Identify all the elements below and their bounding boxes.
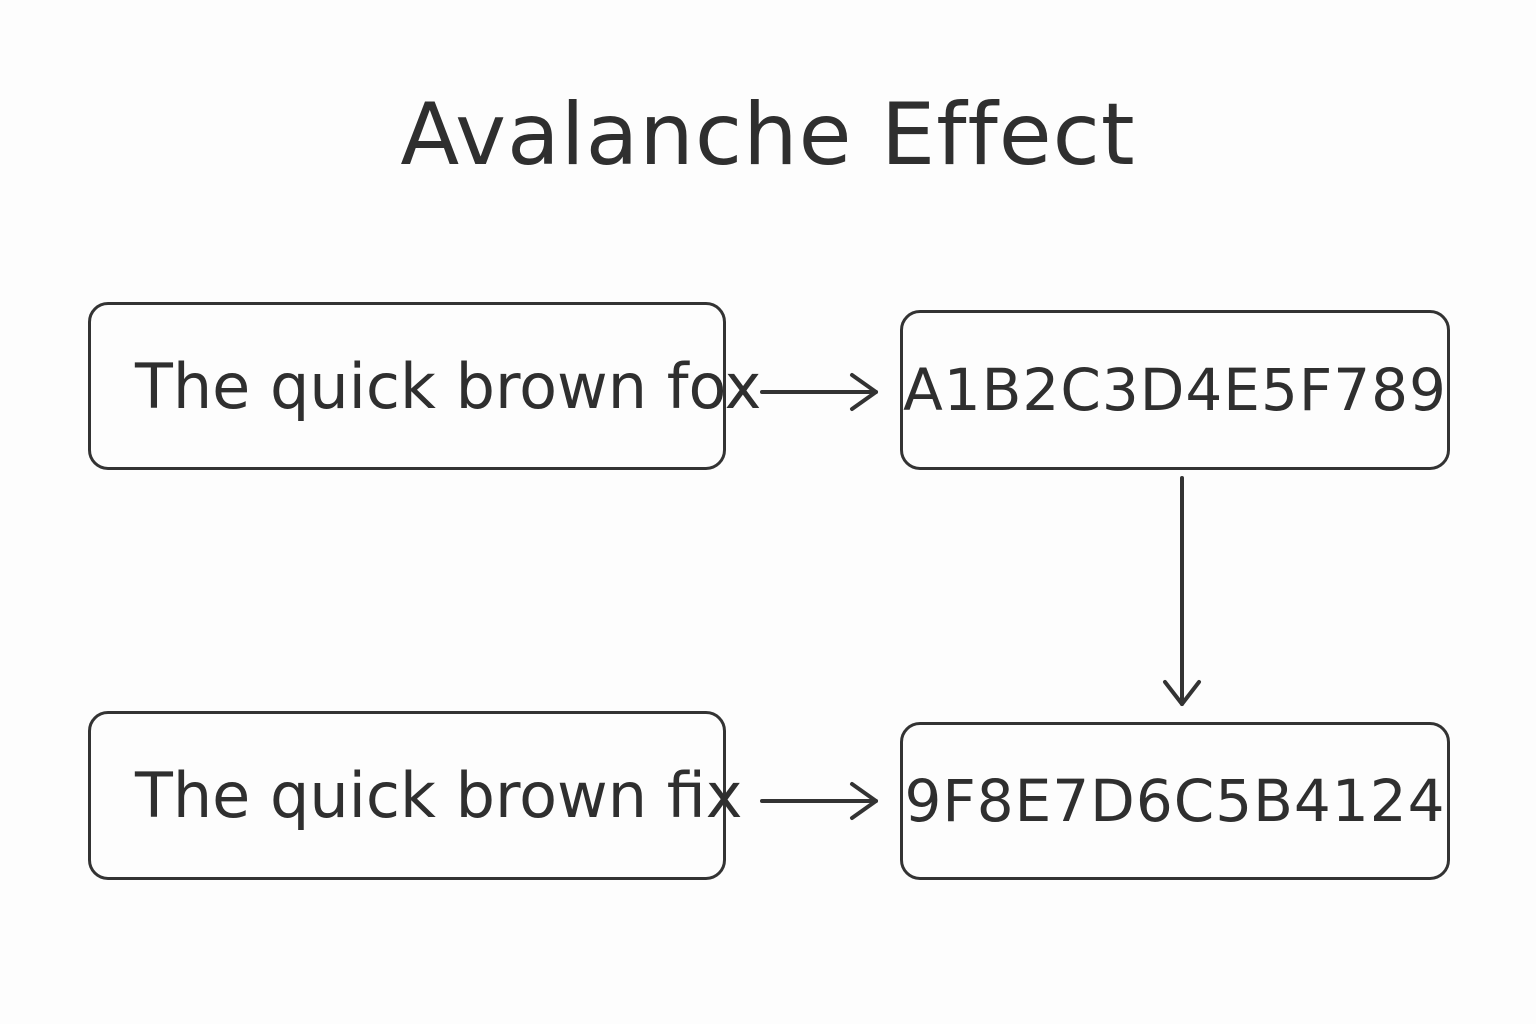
hash-text-original: A1B2C3D4E5F789 (903, 356, 1447, 424)
diagram-title: Avalanche Effect (400, 85, 1136, 185)
arrow-down-icon (1163, 476, 1201, 706)
input-text-modified: The quick brown fix (135, 759, 743, 832)
hash-box-modified: 9F8E7D6C5B4124 (900, 722, 1450, 880)
input-text-original: The quick brown fox (135, 349, 762, 423)
input-box-modified: The quick brown fix (88, 711, 742, 880)
arrow-right-icon (760, 373, 878, 411)
hash-text-modified: 9F8E7D6C5B4124 (904, 767, 1446, 835)
arrow-right-icon (760, 782, 878, 820)
hash-box-original: A1B2C3D4E5F789 (900, 310, 1450, 470)
input-box-original: The quick brown fox (88, 302, 761, 470)
